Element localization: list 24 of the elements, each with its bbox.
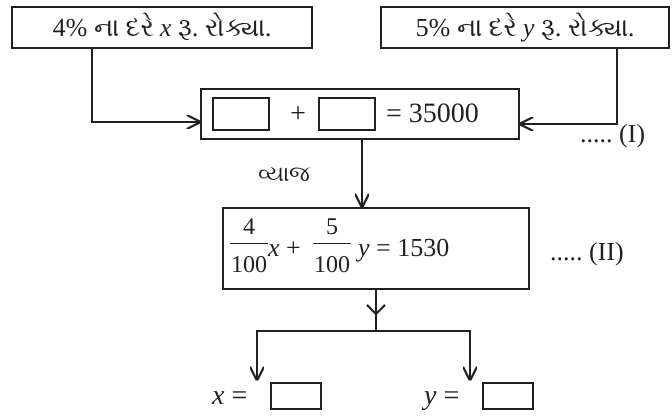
answer-box [270,382,322,410]
denominator: 100 [313,253,351,277]
text-box: 5% ના દરે y રૂ. રોક્યા. [380,6,670,49]
plus-sign: + [289,100,307,128]
equation-text: = 35000 [386,100,479,128]
equation-number: ..... (I) [580,121,645,147]
equation-text: y = 1530 [358,235,450,261]
answer-box [482,382,534,410]
numerator: 5 [313,215,351,244]
equation-box [222,207,530,290]
arrow [354,140,370,209]
equation-number: ..... (II) [550,239,624,265]
answer-box [318,97,376,131]
answer-box [212,97,270,131]
equation-text: x + [268,235,301,261]
arrow [518,49,618,132]
denominator: 100 [230,253,268,277]
text-box: 4% ના દરે x રૂ. રોક્યા. [11,6,313,49]
arrow [366,289,478,382]
equation-text: y = [424,380,476,412]
arrow [91,49,202,130]
equation-box [200,88,520,140]
numerator: 4 [230,215,268,244]
equation-text: x = [212,380,264,412]
